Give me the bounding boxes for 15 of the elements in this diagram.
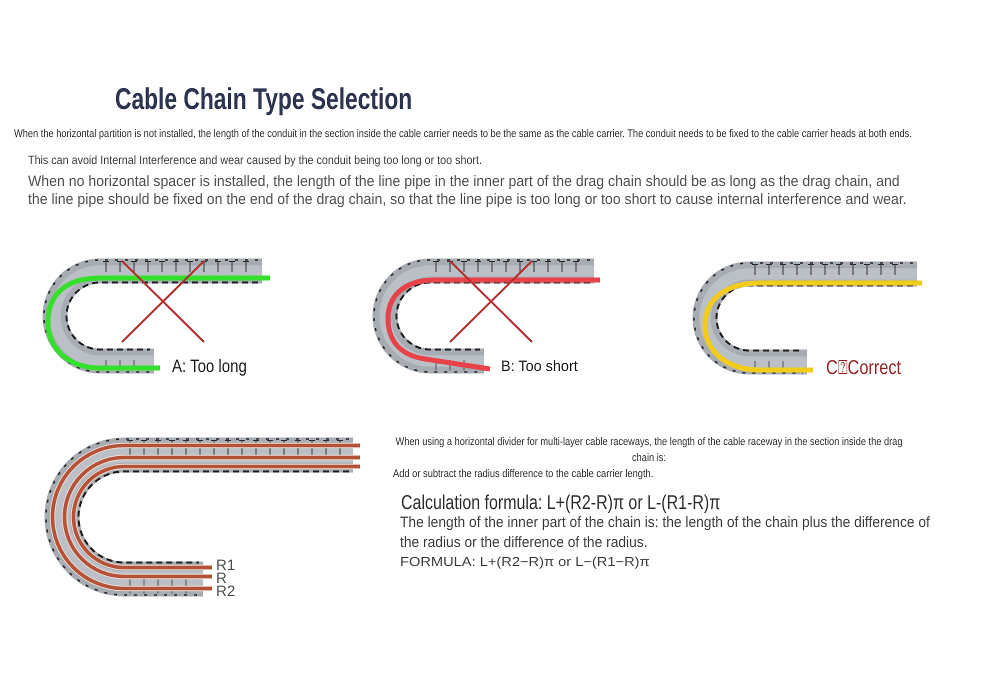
radius-label: R2	[216, 584, 236, 598]
radius-label: R1	[216, 558, 236, 572]
radius-label: R	[216, 572, 227, 584]
caption-text: B: Too short	[501, 358, 578, 376]
description-text: Add or subtract the radius difference to the cable carrier length.	[393, 468, 654, 480]
description-text: This can avoid Internal Interference and wear caused by the conduit being too long or too short.	[28, 153, 482, 167]
formula-text: Calculation formula: L+(R2-R)π or L-(R1-R)π	[401, 491, 720, 515]
formula-text: FORMULA: L+(R2−R)π or L−(R1−R)π	[400, 554, 650, 570]
title: Cable Chain Type Selection	[115, 83, 412, 117]
description-text: When using a horizontal divider for multi-layer cable raceways, the length of the cable raceway in the section inside the drag chain is:	[394, 435, 904, 466]
caption-text: C⍰Correct	[826, 356, 902, 380]
description-text: The length of the inner part of the chain is: the length of the chain plus the difference of the radius or the difference of the radius.	[400, 514, 931, 553]
description-text: When the horizontal partition is not installed, the length of the conduit in the section inside the cable carrier needs to be the same as the cable carrier. The conduit needs to be fixed to the cable carrier heads at both ends.	[14, 128, 912, 140]
description-text: When no horizontal spacer is installed, the length of the line pipe in the inner part of the drag chain should be as long as the drag chain, and the line pipe should be fixed on the end of the drag chain, so that the line pipe is too long or too short to cause internal interference and wear.	[28, 173, 908, 208]
caption-text: A: Too long	[172, 355, 247, 377]
